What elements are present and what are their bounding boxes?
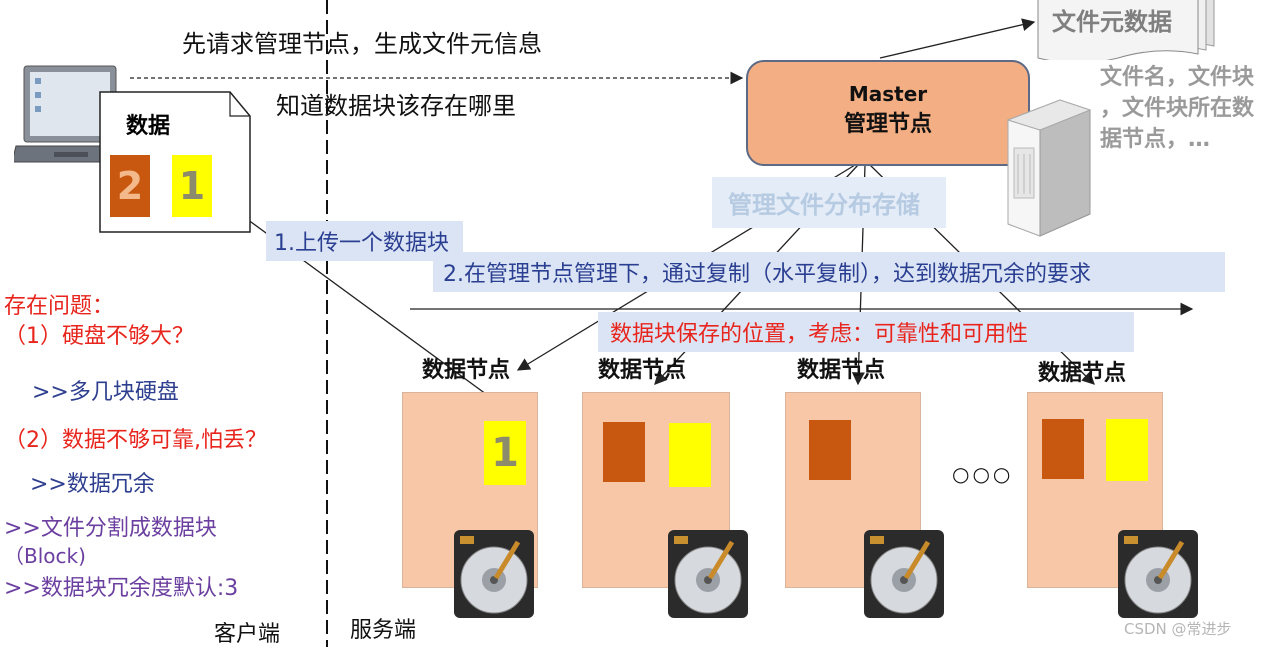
hard-disk-icon-3 — [862, 528, 946, 620]
data-node-1-label: 数据节点 — [422, 352, 510, 384]
metadata-doc-label: 文件元数据 — [1052, 2, 1172, 37]
client-block-2: 2 — [110, 155, 150, 217]
client-side-label: 客户端 — [214, 616, 280, 648]
data-node-2-block-orange — [603, 422, 645, 482]
client-file-label: 数据 — [126, 108, 170, 140]
client-block-1: 1 — [172, 155, 212, 217]
hard-disk-icon-1 — [452, 528, 536, 620]
metadata-detail-line-3: 据节点，… — [1100, 124, 1254, 155]
note-block: （Block) — [4, 540, 86, 569]
data-node-4-label: 数据节点 — [1038, 355, 1126, 387]
metadata-detail: 文件名，文件块 ，文件块所在数 据节点，… — [1100, 62, 1254, 155]
data-node-2-block-yellow — [669, 423, 711, 487]
answer-1: >>多几块硬盘 — [32, 374, 179, 406]
placement-note: 数据块保存的位置，考虑：可靠性和可用性 — [598, 312, 1134, 352]
server-side-label: 服务端 — [350, 612, 416, 644]
hard-disk-icon-4 — [1116, 528, 1200, 620]
manage-storage-label: 管理文件分布存储 — [712, 177, 946, 228]
data-node-2-label: 数据节点 — [598, 352, 686, 384]
watermark: CSDN @常进步 — [1124, 618, 1232, 639]
data-node-3-block-orange — [809, 420, 851, 480]
problem-2: （2）数据不够可靠,怕丢？ — [4, 422, 267, 454]
data-node-4-block-yellow — [1106, 419, 1148, 481]
client-block-2-label: 2 — [117, 164, 143, 208]
master-node: Master 管理节点 — [746, 60, 1030, 166]
hard-disk-icon-2 — [666, 528, 750, 620]
more-nodes-ellipsis: ○○○ — [952, 462, 1013, 486]
master-title: Master — [748, 82, 1028, 106]
client-block-1-label: 1 — [179, 164, 205, 208]
data-node-3-label: 数据节点 — [797, 352, 885, 384]
problem-1: （1）硬盘不够大？ — [4, 318, 194, 350]
note-file-split: >>文件分割成数据块 — [4, 510, 217, 542]
request-text: 先请求管理节点，生成文件元信息 — [182, 24, 542, 59]
data-node-1-block-yellow: 1 — [484, 421, 526, 485]
data-node-1-block-label: 1 — [491, 430, 519, 476]
problems-heading: 存在问题： — [4, 288, 114, 320]
step2-label: 2.在管理节点管理下，通过复制（水平复制），达到数据冗余的要求 — [433, 252, 1225, 292]
note-replication: >>数据块冗余度默认:3 — [4, 570, 238, 602]
data-node-4-block-orange — [1042, 419, 1084, 479]
metadata-detail-line-1: 文件名，文件块 — [1100, 62, 1254, 93]
master-subtitle: 管理节点 — [748, 106, 1028, 138]
answer-2: >>数据冗余 — [30, 466, 155, 498]
metadata-detail-line-2: ，文件块所在数 — [1100, 93, 1254, 124]
server-tower-icon — [1000, 98, 1094, 238]
metadata-arrow — [880, 22, 1034, 58]
know-location-text: 知道数据块该存在哪里 — [276, 86, 516, 121]
